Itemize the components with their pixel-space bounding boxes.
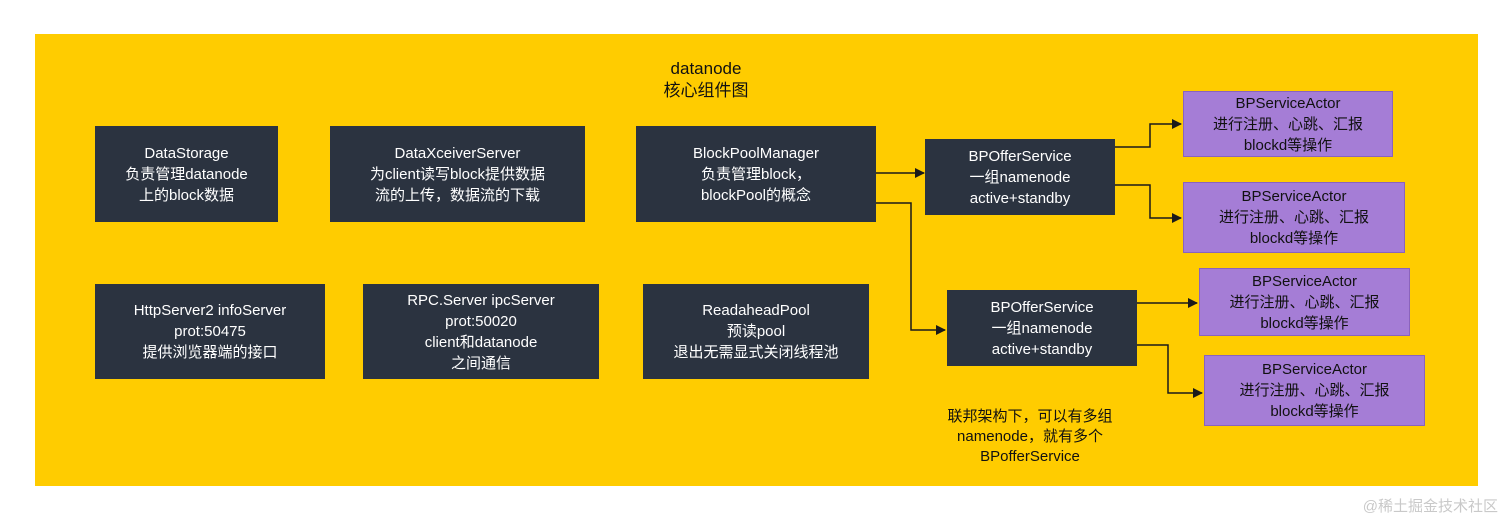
http-server-box: HttpServer2 infoServer prot:50475 提供浏览器端… [95, 284, 325, 379]
box-line: 预读pool [726, 323, 786, 340]
box-line: RPC.Server ipcServer [407, 291, 555, 309]
block-pool-manager-box: BlockPoolManager 负责管理block， blockPool的概念 [636, 126, 876, 222]
box-line: 提供浏览器端的接口 [142, 344, 278, 361]
box-line: DataStorage [144, 144, 229, 162]
box-line: BPOfferService [968, 147, 1072, 165]
box-line: 之间通信 [450, 354, 511, 372]
box-line: DataXceiverServer [394, 144, 521, 162]
box-line: BlockPoolManager [693, 144, 819, 162]
watermark: @稀土掘金技术社区 [1362, 498, 1498, 515]
title-line: datanode [670, 59, 742, 78]
box-line: BPServiceActor [1261, 361, 1368, 378]
box-line: BPServiceActor [1251, 272, 1358, 290]
box-line: active+standby [969, 189, 1071, 207]
dataxceiver-server-box: DataXceiverServer 为client读写block提供数据 流的上… [330, 126, 585, 222]
box-line: blockd等操作 [1243, 136, 1333, 154]
bp-offer-service-box: BPOfferService 一组namenode active+standby [947, 290, 1137, 366]
diagram-title: datanode 核心组件图 [556, 58, 856, 102]
box-line: BPServiceActor [1241, 188, 1347, 205]
note-line: BPofferService [980, 448, 1080, 465]
box-line: 进行注册、心跳、汇报 [1212, 115, 1363, 133]
arrow-offer-1-to-actor-1 [1115, 119, 1182, 148]
box-line: 一组namenode [991, 319, 1093, 337]
box-line: blockd等操作 [1260, 314, 1349, 332]
box-line: 负责管理block， [700, 165, 812, 183]
box-line: active+standby [991, 340, 1093, 358]
box-line: BPServiceActor [1235, 94, 1341, 112]
box-line: prot:50020 [445, 312, 517, 330]
box-line: blockd等操作 [1249, 230, 1339, 247]
box-line: HttpServer2 infoServer [133, 302, 287, 319]
arrow-offer-1-to-actor-2 [1115, 184, 1182, 223]
box-line: blockd等操作 [1270, 403, 1359, 420]
federation-note: 联邦架构下，可以有多组 namenode，就有多个 BPofferService [905, 407, 1155, 467]
box-line: 为client读写block提供数据 [369, 165, 546, 183]
box-line: 退出无需显式关闭线程池 [673, 344, 839, 361]
bp-service-actor-box: BPServiceActor 进行注册、心跳、汇报 blockd等操作 [1183, 182, 1405, 253]
bp-service-actor-box: BPServiceActor 进行注册、心跳、汇报 blockd等操作 [1199, 268, 1410, 336]
bp-service-actor-box: BPServiceActor 进行注册、心跳、汇报 blockd等操作 [1183, 91, 1393, 157]
box-line: prot:50475 [174, 323, 246, 340]
box-line: ReadaheadPool [702, 302, 810, 319]
box-line: 进行注册、心跳、汇报 [1239, 382, 1390, 399]
rpc-server-box: RPC.Server ipcServer prot:50020 client和d… [363, 284, 599, 379]
title-line: 核心组件图 [663, 81, 749, 100]
bp-service-actor-box: BPServiceActor 进行注册、心跳、汇报 blockd等操作 [1204, 355, 1425, 426]
box-line: 进行注册、心跳、汇报 [1229, 293, 1380, 311]
box-line: client和datanode [424, 333, 538, 351]
box-line: 流的上传，数据流的下载 [374, 186, 540, 204]
readahead-pool-box: ReadaheadPool 预读pool 退出无需显式关闭线程池 [643, 284, 869, 379]
box-line: 负责管理datanode [125, 165, 248, 183]
box-line: 一组namenode [969, 168, 1071, 186]
note-line: namenode，就有多个 [957, 428, 1103, 445]
arrow-offer-2-to-actor-4 [1137, 344, 1203, 398]
box-line: BPOfferService [990, 298, 1094, 316]
bp-offer-service-box: BPOfferService 一组namenode active+standby [925, 139, 1115, 215]
box-line: 进行注册、心跳、汇报 [1218, 209, 1369, 226]
note-line: 联邦架构下，可以有多组 [947, 408, 1113, 425]
box-line: blockPool的概念 [700, 186, 812, 204]
data-storage-box: DataStorage 负责管理datanode 上的block数据 [95, 126, 278, 222]
arrow-manager-to-offer-2 [876, 202, 946, 335]
box-line: 上的block数据 [138, 186, 235, 204]
